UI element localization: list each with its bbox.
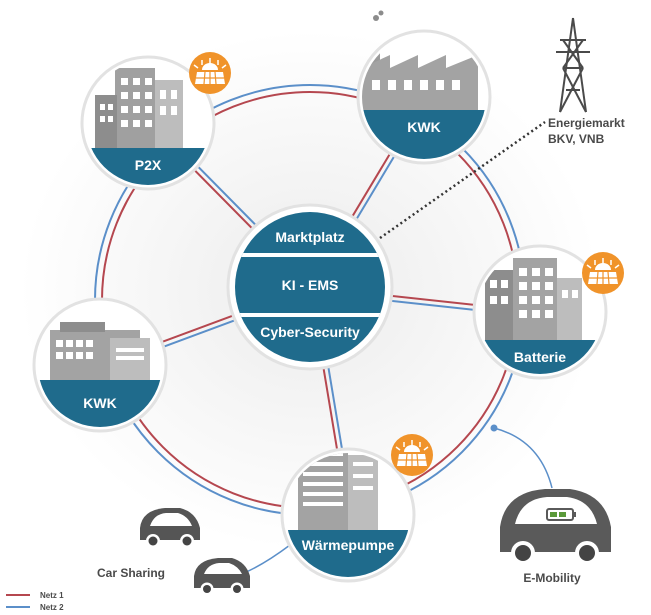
node-kwk-left[interactable]: KWK xyxy=(30,295,170,440)
car-icon xyxy=(140,508,200,548)
node-kwk-left-label: KWK xyxy=(83,395,116,411)
office-building-icon xyxy=(485,258,582,340)
legend-label-netz2: Netz 2 xyxy=(40,603,64,612)
solar-panel-icon xyxy=(391,434,433,476)
emobility-junction xyxy=(490,424,498,432)
hub-label-marktplatz: Marktplatz xyxy=(275,229,344,245)
smoke-icon xyxy=(373,10,384,21)
legend-label-netz1: Netz 1 xyxy=(40,591,64,600)
energiemarkt-sublabel: BKV, VNB xyxy=(548,132,605,146)
hub-label-cyber-security: Cyber-Security xyxy=(260,324,360,340)
node-batterie-label: Batterie xyxy=(514,349,566,365)
industrial-building-icon xyxy=(50,322,150,380)
office-building-icon xyxy=(95,68,183,148)
legend: Netz 1 Netz 2 xyxy=(6,591,64,612)
node-kwk-top-label: KWK xyxy=(407,119,440,135)
node-waermepumpe[interactable]: Wärmepumpe xyxy=(280,445,420,590)
car-icon xyxy=(194,558,250,596)
energiemarkt-label: Energiemarkt xyxy=(548,116,625,130)
car-sharing-label: Car Sharing xyxy=(97,566,165,580)
node-waermepumpe-label: Wärmepumpe xyxy=(302,537,395,553)
transmission-tower-icon xyxy=(556,17,590,113)
e-mobility-label: E-Mobility xyxy=(523,571,581,585)
emobility-link xyxy=(493,427,553,489)
electric-car-icon xyxy=(500,489,611,565)
node-p2x-label: P2X xyxy=(135,157,162,173)
energiemarkt-link xyxy=(379,120,546,240)
node-kwk-top[interactable]: KWK xyxy=(355,10,495,171)
solar-panel-icon xyxy=(582,252,624,294)
apartment-building-icon xyxy=(298,453,378,530)
solar-panel-icon xyxy=(189,52,231,94)
node-p2x[interactable]: P2X xyxy=(80,55,220,198)
hub-label-ki-ems: KI - EMS xyxy=(282,277,339,293)
central-hub[interactable]: Marktplatz KI - EMS Cyber-Security xyxy=(226,203,394,371)
